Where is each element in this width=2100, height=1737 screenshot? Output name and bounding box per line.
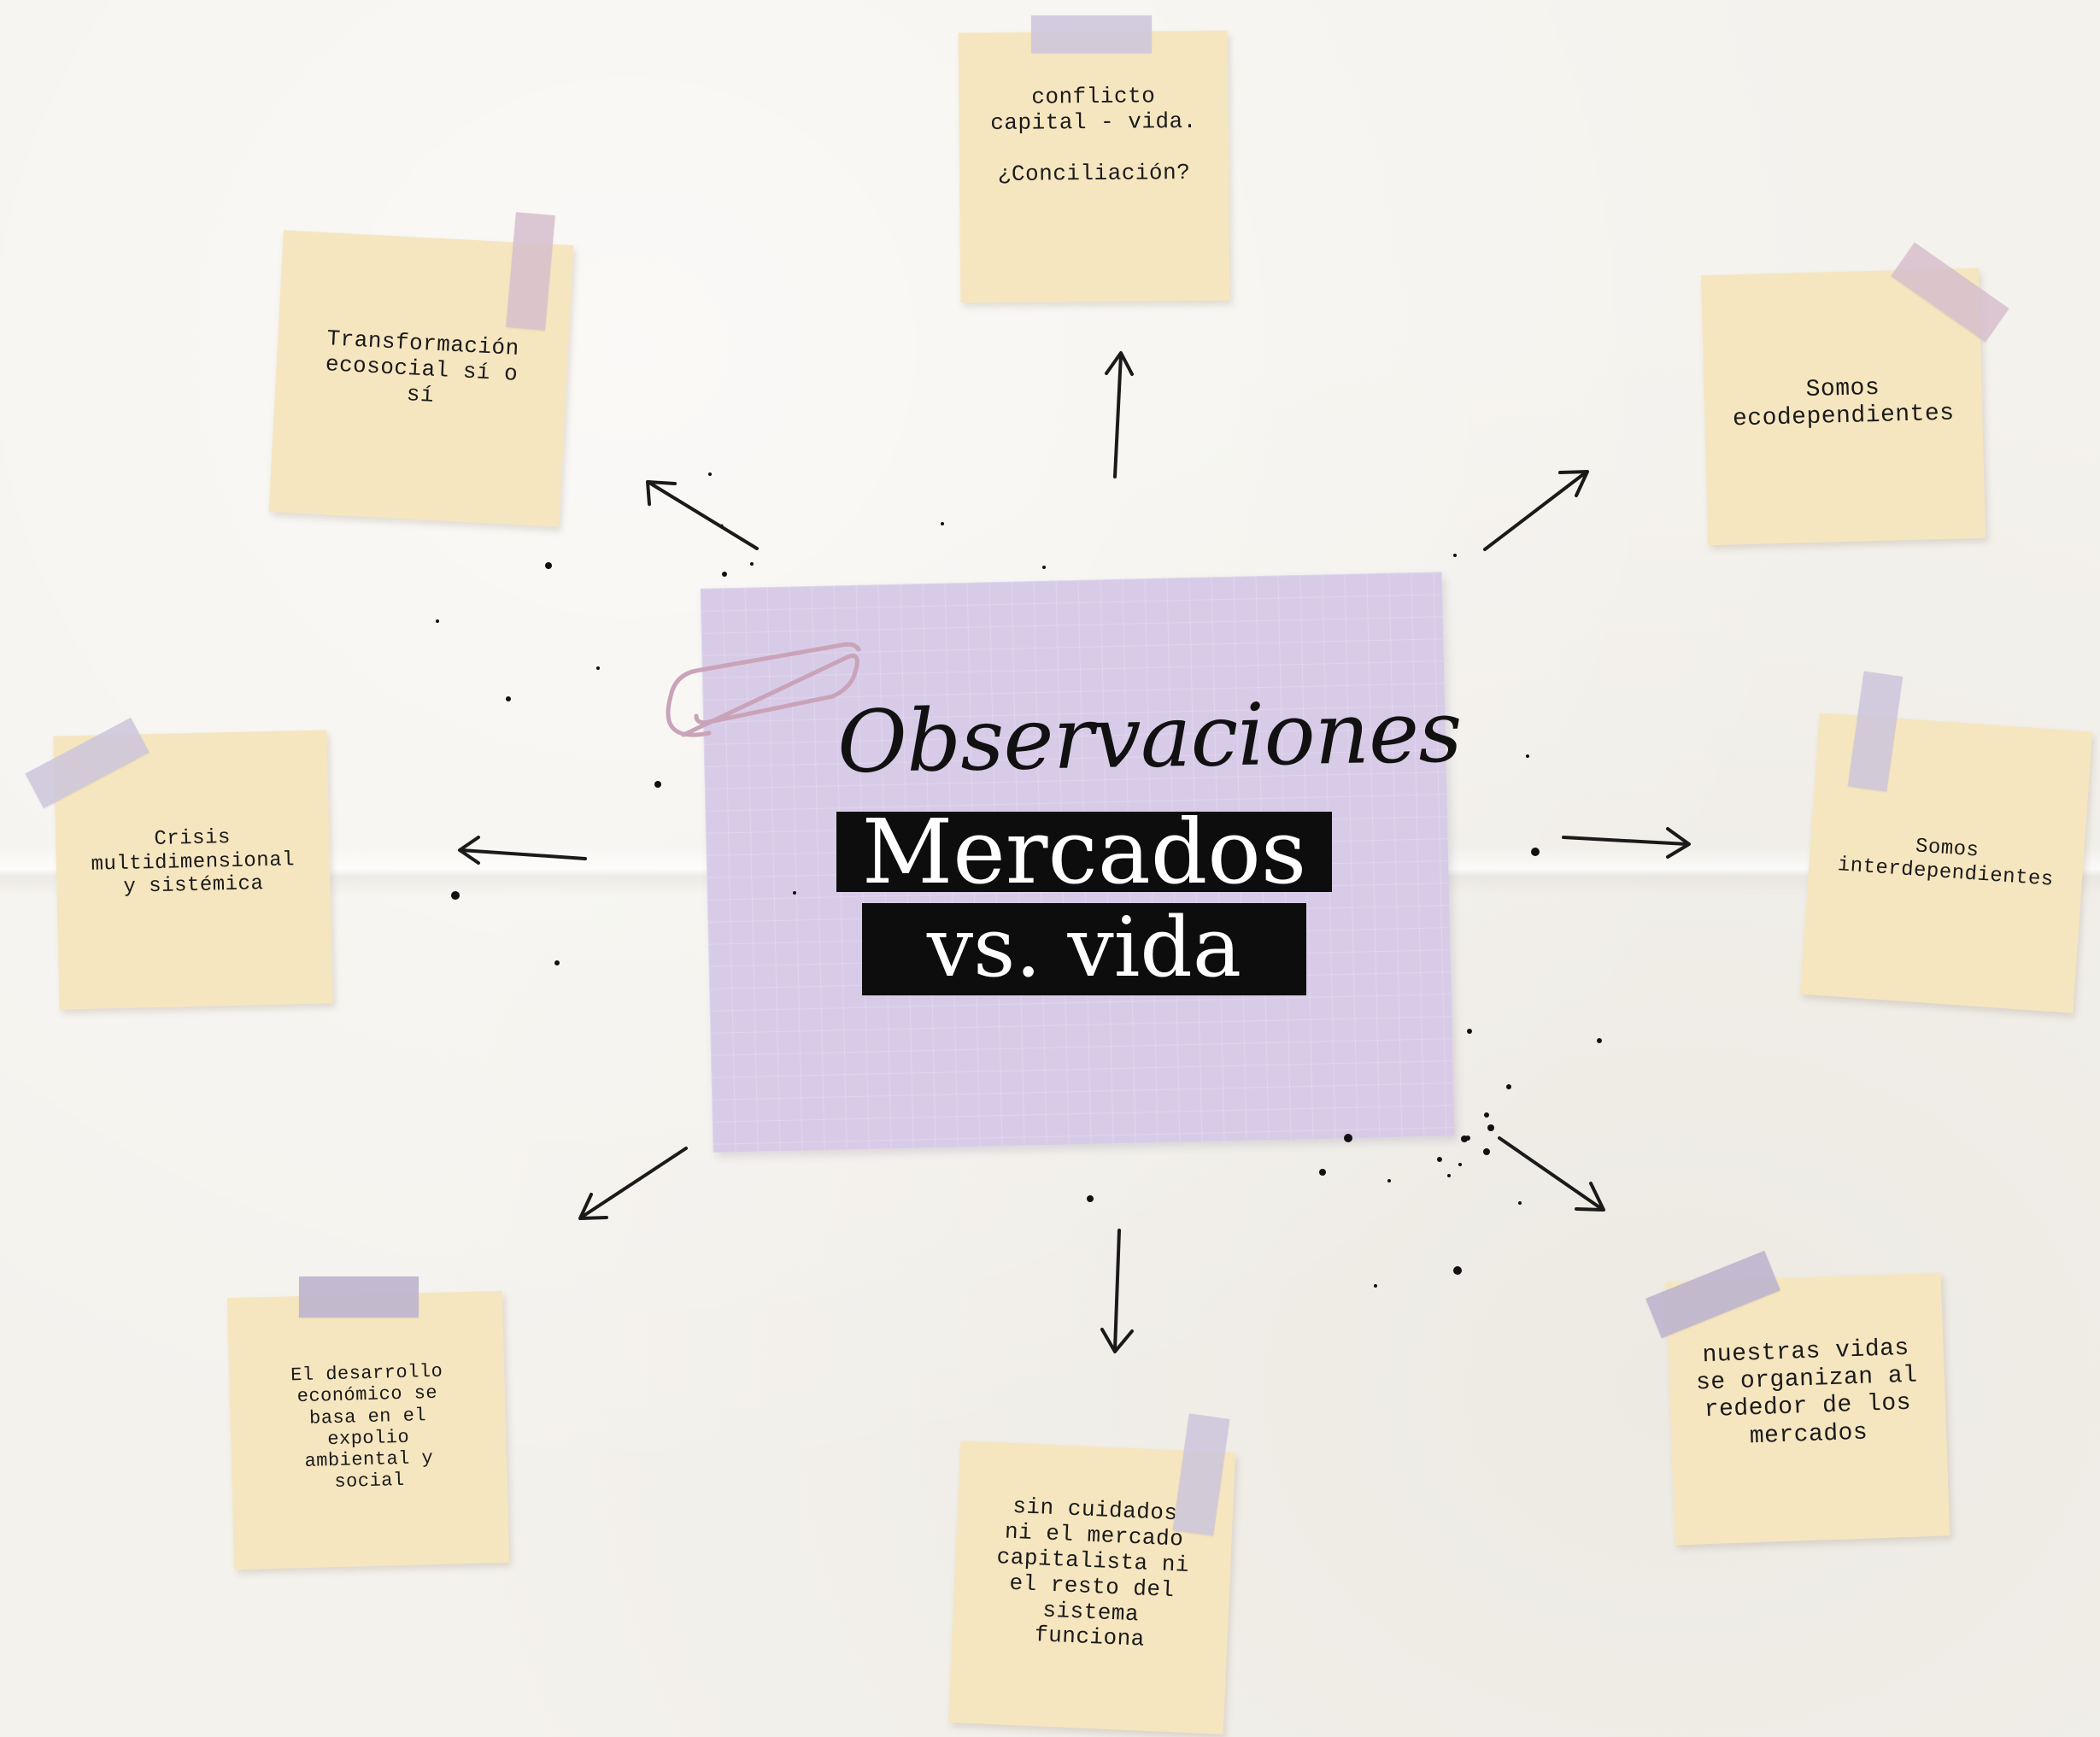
tape-bottom-left: [299, 1276, 419, 1317]
arrow-down-icon: [1100, 1229, 1134, 1353]
script-title: Observaciones: [836, 681, 1463, 793]
title-vs-vida: vs. vida: [862, 903, 1306, 995]
arrow-down-left-icon: [578, 1147, 688, 1220]
arrow-right-icon: [1562, 827, 1691, 859]
tape-top: [1031, 15, 1152, 53]
ink-splatter: [436, 472, 1602, 1288]
paperclip-icon: [666, 642, 861, 737]
arrow-left-icon: [458, 836, 587, 865]
arrow-up-icon: [1105, 351, 1134, 478]
arrow-down-right-icon: [1498, 1136, 1605, 1212]
arrow-up-right-icon: [1483, 470, 1589, 551]
title-mercados: Mercados: [836, 807, 1332, 896]
arrow-up-left-icon: [646, 480, 759, 550]
